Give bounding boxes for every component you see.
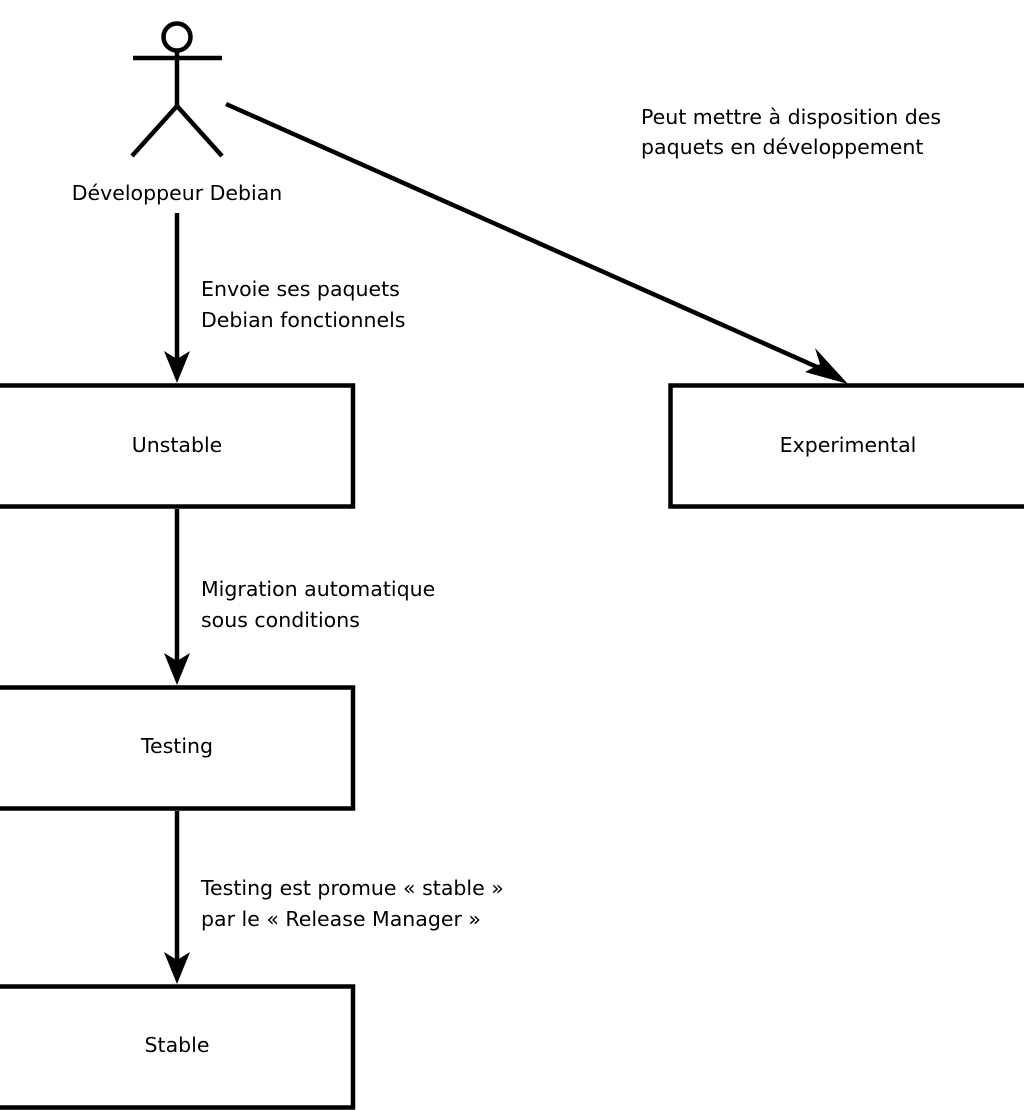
edge-dev-to-unstable-arrowhead-icon <box>164 351 190 383</box>
node-testing-label: Testing <box>140 734 213 758</box>
edge-testing-to-stable-arrowhead-icon <box>164 952 190 984</box>
edge-testing-to-stable-label-line1: Testing est promue « stable » <box>200 876 504 900</box>
edge-testing-to-stable-label-line2: par le « Release Manager » <box>201 907 481 931</box>
node-stable-box[interactable] <box>0 984 356 1110</box>
node-experimental[interactable]: Experimental <box>668 383 1024 509</box>
edge-unstable-to-testing-arrowhead-icon <box>164 653 190 685</box>
node-unstable[interactable]: Unstable <box>0 383 356 509</box>
stick-figure-actor-icon <box>130 21 224 158</box>
edge-dev-to-experimental <box>225 101 848 384</box>
edge-unstable-to-testing-label-line1: Migration automatique <box>201 577 435 601</box>
edge-unstable-to-testing <box>164 509 190 685</box>
edge-dev-to-experimental-arrowhead-icon <box>805 348 848 384</box>
edge-dev-to-unstable <box>164 213 190 383</box>
actor-head-icon <box>161 21 193 53</box>
actor-left-leg-line <box>130 104 179 158</box>
node-experimental-label: Experimental <box>780 433 917 457</box>
edge-dev-to-unstable-label-line1: Envoie ses paquets <box>201 277 400 301</box>
node-stable[interactable]: Stable <box>0 984 356 1110</box>
node-testing-box[interactable] <box>0 685 356 811</box>
edge-unstable-to-testing-label-line2: sous conditions <box>201 608 360 632</box>
edge-dev-to-unstable-label-line2: Debian fonctionnels <box>201 308 405 332</box>
actor-right-leg-line <box>175 104 224 158</box>
node-experimental-box[interactable] <box>668 383 1024 509</box>
edge-dev-to-experimental-line <box>225 101 827 374</box>
node-testing[interactable]: Testing <box>0 685 356 811</box>
edge-dev-to-experimental-label-line2: paquets en développement <box>641 135 923 159</box>
node-unstable-box[interactable] <box>0 383 356 509</box>
actor-label: Développeur Debian <box>72 181 283 205</box>
node-unstable-label: Unstable <box>132 433 223 457</box>
edge-dev-to-experimental-label-line1: Peut mettre à disposition des <box>641 105 941 129</box>
node-stable-label: Stable <box>145 1033 210 1057</box>
edge-testing-to-stable <box>164 811 190 984</box>
